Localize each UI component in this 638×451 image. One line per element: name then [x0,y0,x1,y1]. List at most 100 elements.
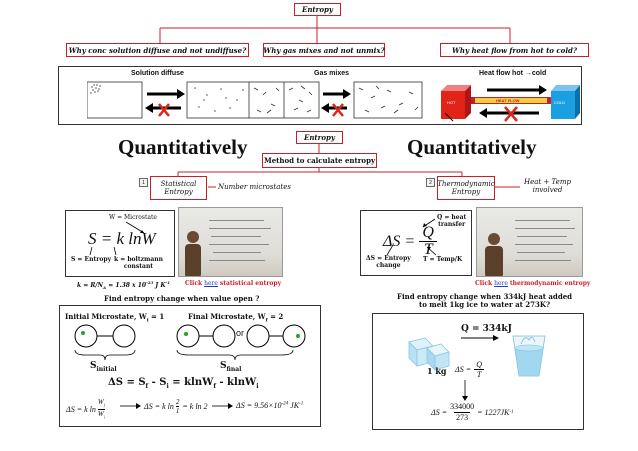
q-label-line1: Q = heat [437,214,467,221]
eq-part1: ΔS = S [108,377,146,388]
final-text: Final Microstate, W [188,312,266,321]
or-text: or [236,328,245,338]
result-unit: JK [288,401,300,410]
stat-here-link[interactable]: here [204,280,218,287]
final-microstate-label: Final Microstate, Wf = 2 [188,312,283,323]
formula-rest: = 1.38 x 10 [106,282,147,289]
ice-numerator: 334000 [450,402,475,411]
thermo-here-link[interactable]: here [494,280,508,287]
boltzmann-equation: S = k lnW [88,229,156,248]
s-final-label: Sfinal [220,361,241,373]
thermo-arrows [386,218,437,256]
k-label-line2: constant [123,263,154,270]
s-initial-s: S [90,361,97,371]
br-question-line2: to melt 1kg ice to water at 273K? [418,300,551,309]
initial-sub: i [146,317,149,324]
k-label: k = boltzmann constant [114,256,163,270]
s-final-sub: final [226,365,242,373]
result-exp: -24 [281,401,289,407]
bottom-left-question: Find entropy change when value open ? [104,294,260,303]
question-diffuse-text: Why conc solution diffuse and not undiff… [68,45,247,55]
ds-label-line2: change [376,262,401,269]
lecturer-figure [185,231,201,276]
heat-flow-label: HEAT FLOW [496,98,520,103]
ice-denominator: 273 [454,412,471,422]
statistical-entropy-box: Statistical Entropy [150,176,207,200]
thermo-link-line: Click here thermodynamic entropy [475,280,590,287]
eq-part2: - S [148,377,167,388]
panel-title-diffuse: Solution diffuse [131,70,184,77]
formula-sub: A [103,285,107,291]
br-question-line1: Find entropy change when 334kJ heat adde… [397,292,573,301]
ds-label-line1: ΔS = Entropy [366,255,411,262]
heat-illustration [441,85,580,122]
formula-unit-exp: -1 [165,280,170,285]
stat-link-line: Click here statistical entropy [185,280,281,287]
s-initial-label: Sinitial [90,361,117,373]
thermodynamic-lecture-photo[interactable] [476,207,583,277]
s-final-s: S [220,361,227,371]
quantitatively-right: Quantitatively [407,135,537,159]
boltzmann-constant-formula: k = R/NA = 1.38 x 10-23 J K-1 [77,280,170,290]
result-unit-exp: -1 [299,401,304,407]
calc-arrows [120,403,233,409]
statistical-lecture-photo[interactable] [178,207,283,277]
q-label: Q = heat transfer [437,214,466,228]
eq-part4: - klnW [215,377,257,388]
heat-temp-line1: Heat + Temp [524,178,571,186]
middle-entropy-title: Entropy [296,131,343,144]
thermo-click-text: Click [475,280,493,287]
mass-label: 1 kg [427,366,447,376]
ds-label: ΔS = Entropy change [366,255,411,269]
stat-click-text: Click [185,280,203,287]
final-val: = 2 [267,312,284,321]
ice-result-exp: -1 [509,410,514,415]
w-label: W = Microstate [109,214,157,221]
initial-text: Initial Microstate, W [65,312,147,321]
chip-right: 2 [426,178,435,187]
q-value: Q = 334kJ [461,324,512,334]
number-microstates: Number microstates [218,183,291,191]
stat-line2: Entropy [164,188,193,196]
entropy-difference-equation: ΔS = Sf - Si = klnWf - klnWi [108,377,259,390]
formula-unit: J K [153,282,166,289]
stat-link-text: statistical entropy [219,280,282,287]
question-heat-text: Why heat flow from hot to cold? [452,45,577,55]
result-value: ΔS = 9.56×10 [236,401,282,410]
heat-temp-line2: involved [532,186,563,194]
thermodynamic-entropy-box: Thermodynamic Entropy [437,176,495,200]
chip-left: 1 [139,178,148,187]
formula-k: k = R/N [77,282,104,289]
question-gas: Why gas mixes and not unmix? [263,43,385,57]
formula-exp: -23 [146,280,154,285]
examples-panel: Solution diffuse Gas mixes Heat flow hot… [58,66,582,125]
final-sub: f [265,317,268,324]
middle-entropy-text: Entropy [304,133,335,142]
thermo-line2: Entropy [451,188,481,196]
ice-to-water-illustration [408,335,546,401]
lecturer-figure-2 [485,233,503,276]
stat-line1: Statistical [160,180,197,188]
hot-label: HOT [447,100,456,105]
bottom-right-question: Find entropy change when 334kJ heat adde… [397,293,572,309]
ice-result-equation: ΔS = 334000 273 = 1227JK-1 [431,402,514,422]
panel-title-heat: Heat flow hot →cold [479,70,547,77]
statistical-formula-panel: W = Microstate S = k lnW S = Entropy k =… [65,210,175,277]
thermo-link-text: thermodynamic entropy [509,280,591,287]
stat-arrows [89,221,145,256]
s-label: S = Entropy [71,256,112,263]
top-entropy-title: Entropy [294,3,341,16]
eq-sub2: i [166,383,169,390]
microstate-example-panel: Initial Microstate, Wi = 1 Final Microst… [59,305,321,427]
method-text: Method to calculate entropy [263,156,376,165]
eq-sub4: i [256,383,259,390]
initial-val: = 1 [148,312,165,321]
question-gas-text: Why gas mixes and not unmix? [263,45,385,55]
s-initial-sub: initial [96,365,117,373]
